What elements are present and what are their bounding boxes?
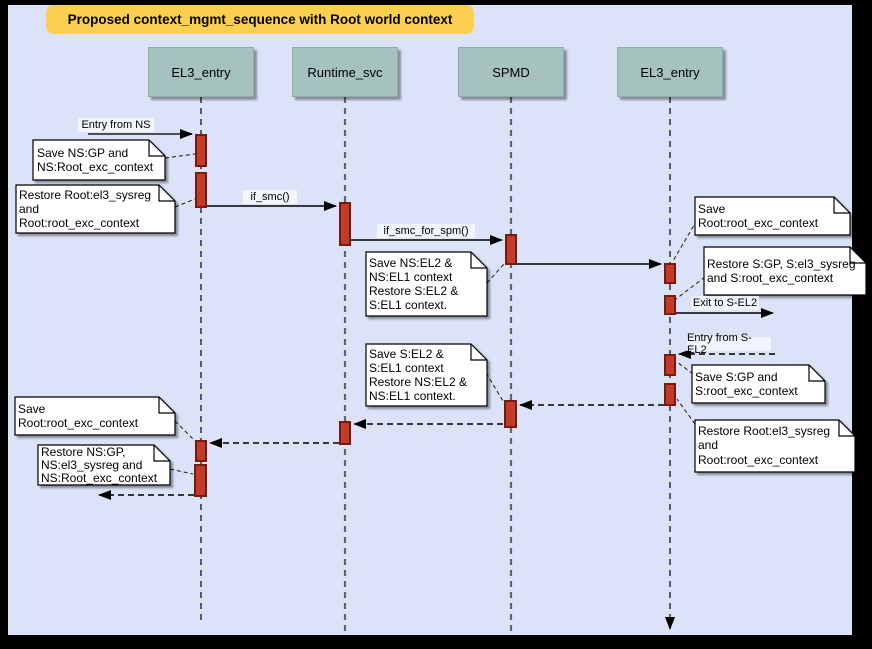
activation-bar [664, 383, 676, 406]
activation-bar [505, 234, 517, 265]
activation-bar [664, 263, 676, 284]
activation-bar [504, 400, 517, 428]
note-save-ns-gp: Save NS:GP and NS:Root_exc_context [37, 145, 154, 175]
activation-bar [664, 295, 676, 315]
note-restore-ns-gp: Restore NS:GP, NS:el3_sysreg and NS:Root… [41, 444, 158, 485]
message-label-entry-from-sel2: Entry from S-EL2 [687, 332, 771, 356]
note-restore-root-sysreg-2: Restore Root:el3_sysreg and Root:root_ex… [698, 423, 831, 467]
message-label-if-smc: if_smc() [243, 190, 297, 204]
activation-bar [194, 464, 207, 497]
actor-runtime-svc: Runtime_svc [292, 47, 398, 97]
note-connector [676, 361, 694, 375]
activation-bar [339, 202, 351, 246]
message-label-if-smc-for-spm: if_smc_for_spm() [377, 224, 475, 238]
activation-bar [195, 440, 207, 462]
note-connector [164, 153, 196, 159]
activation-bar [195, 172, 207, 208]
note-save-root-exc-left: Save Root:root_exc_context [18, 401, 139, 431]
note-connector [676, 398, 696, 425]
note-connector [169, 468, 194, 475]
note-restore-s-gp: Restore S:GP, S:el3_sysreg and S:root_ex… [707, 256, 856, 286]
note-save-ns-el2: Save NS:EL2 & NS:EL1 context Restore S:E… [369, 256, 459, 312]
note-restore-root-sysreg-1: Restore Root:el3_sysreg and Root:root_ex… [19, 188, 152, 230]
note-connector [486, 263, 505, 284]
note-save-root-exc-right: Save Root:root_exc_context [698, 201, 819, 231]
note-connector [174, 198, 196, 208]
activation-bar [664, 354, 676, 376]
message-label-entry-from-ns: Entry from NS [78, 118, 154, 132]
note-shapes [14, 139, 867, 486]
note-save-s-el2: Save S:EL2 & S:EL1 context Restore NS:EL… [369, 347, 468, 403]
note-save-s-gp: Save S:GP and S:root_exc_context [695, 369, 798, 399]
diagram-canvas [8, 5, 852, 635]
note-connector [675, 276, 706, 300]
activation-bar [195, 134, 207, 167]
diagram-title: Proposed context_mgmt_sequence with Root… [46, 5, 474, 34]
actor-el3-entry-2: EL3_entry [617, 47, 723, 97]
message-label-exit-to-sel2: Exit to S-EL2 [691, 296, 759, 310]
note-connector [672, 219, 698, 262]
actor-el3-entry-1: EL3_entry [148, 47, 254, 97]
activation-bar [339, 421, 351, 445]
actor-spmd: SPMD [458, 47, 564, 97]
note-connector [174, 420, 196, 442]
